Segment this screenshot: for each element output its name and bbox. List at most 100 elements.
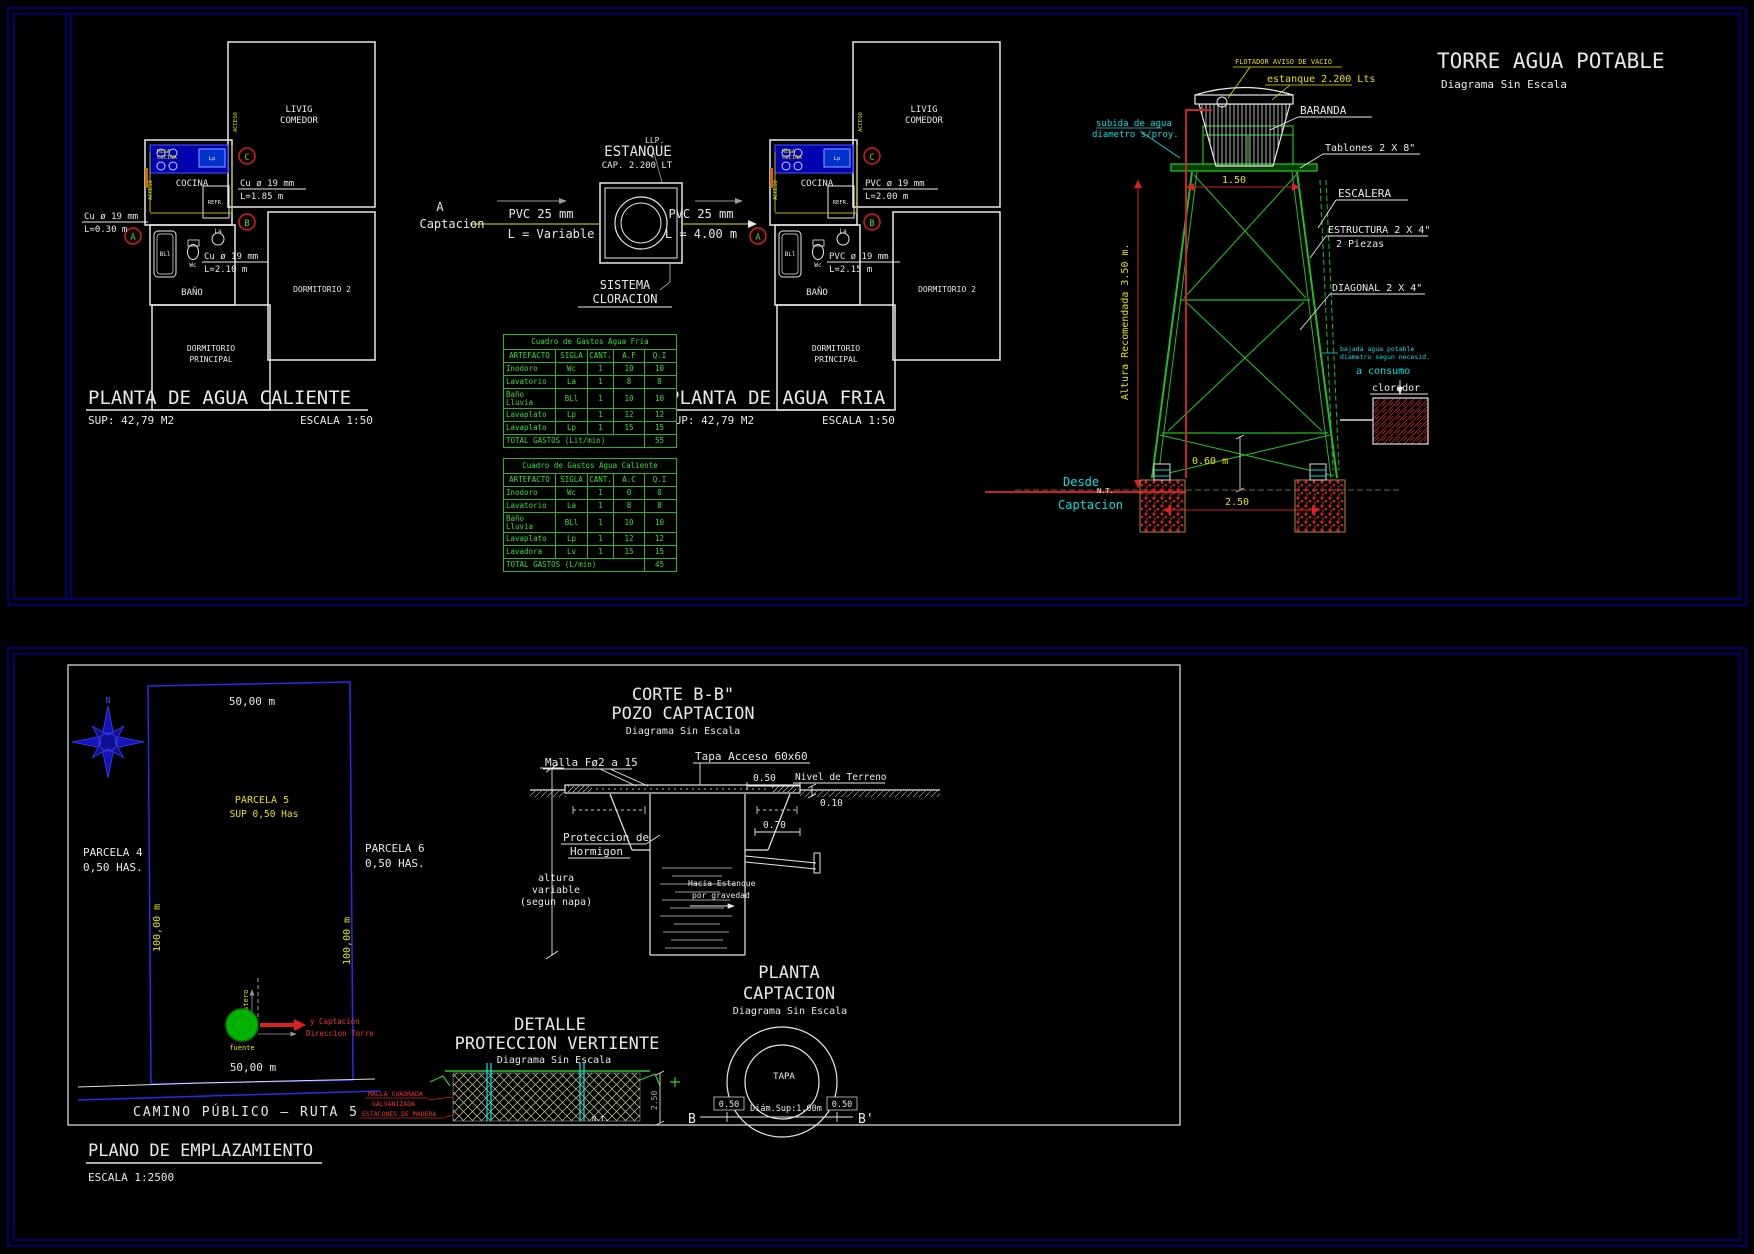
- dim-0-10: 0.10: [820, 798, 843, 809]
- pcap-050-left: 0.50: [719, 1100, 739, 1110]
- fixture-mesa: MESA: [157, 149, 171, 155]
- pozo-title-1: CORTE B-B": [632, 685, 734, 705]
- det-malla-2: GALVANIZADA: [372, 1100, 415, 1108]
- table-gastos-agua-fria: Cuadro de Gastos Agua Fria ARTEFACTO SIG…: [503, 334, 677, 448]
- plan-sup-fria: SUP: 42,79 M2: [668, 414, 754, 427]
- label-altura-1: altura: [538, 873, 574, 884]
- pcap-b-prime: B': [858, 1112, 874, 1127]
- label-proteccion-1: Proteccion de: [563, 831, 649, 844]
- room-bano: BAÑO: [806, 287, 828, 298]
- node-b: B: [869, 219, 874, 229]
- col-ac: A.C: [614, 474, 645, 486]
- fixture-wc: Wc: [189, 262, 197, 269]
- col-sigla: SIGLA: [556, 474, 588, 486]
- dim-right: 100,00 m: [342, 917, 353, 965]
- det-title-1: DETALLE: [514, 1015, 586, 1035]
- dim-left: 100,00 m: [152, 904, 163, 952]
- node-c: C: [869, 153, 874, 163]
- det-nt: N.T.: [592, 1115, 609, 1123]
- plano-title: PLANO DE EMPLAZAMIENTO: [88, 1141, 313, 1161]
- fixture-cocina: COCINA: [782, 155, 803, 161]
- room-living-1: LIVIG: [285, 105, 312, 115]
- node-a: A: [755, 233, 761, 243]
- float-valve: [1216, 96, 1228, 108]
- door-acceso-1: ACCESO: [773, 180, 779, 200]
- label-pvc-left-1: PVC 25 mm: [508, 207, 573, 221]
- bottom-panel-frame: [7, 647, 1747, 1247]
- label-clorador: clorador: [1372, 383, 1420, 394]
- estero-label: estero: [242, 990, 250, 1015]
- fixture-refr: REFR.: [833, 200, 850, 206]
- label-sistema-1: SISTEMA: [600, 278, 651, 292]
- dim-1-50: 1.50: [1222, 175, 1246, 186]
- label-baranda: BARANDA: [1300, 104, 1347, 117]
- dim-0-50-pozo: 0.50: [753, 773, 776, 784]
- label-captacion: Captacion: [1058, 498, 1123, 512]
- node-a: A: [130, 233, 136, 243]
- pipe-label-a2: L=0.30 m: [84, 225, 127, 235]
- det-dim: 2.50: [650, 1091, 659, 1110]
- table-title: Cuadro de Gastos Agua Caliente: [504, 459, 676, 474]
- fixture-refr: REFR.: [208, 200, 225, 206]
- node-c: C: [244, 153, 249, 163]
- table-header-row: ARTEFACTO SIGLA CANT. A.F Q.I: [504, 350, 676, 363]
- captacion-arrow-label-2: Direccion Torre: [306, 1029, 374, 1038]
- captacion-arrow-label-1: y Captación: [310, 1017, 360, 1026]
- parcela5-label: PARCELA 5: [235, 795, 289, 806]
- site-plan: N 50,00 m 50,00 m 100,00 m 100,00 m PARC…: [71, 681, 425, 1184]
- col-qi: Q.I: [652, 475, 667, 485]
- tower-title: TORRE AGUA POTABLE: [1437, 49, 1665, 73]
- door-acceso-1: ACCESO: [148, 180, 154, 200]
- label-subida-2: diametro s/proy.: [1092, 130, 1179, 140]
- pcap-tapa: TAPA: [773, 1072, 795, 1082]
- estanque-schematic: A Captacion PVC 25 mm L = Variable ESTAN…: [419, 136, 757, 308]
- room-living-2: COMEDOR: [905, 116, 944, 126]
- label-a-captacion-2: Captacion: [419, 217, 484, 231]
- parcela6-sup: 0,50 HAS.: [365, 857, 425, 870]
- plan-title-fria: PLANTA DE AGUA FRIA: [668, 387, 886, 409]
- parcela4-sup: 0,50 HAS.: [83, 861, 143, 874]
- pipe-label-c2: L=2.00 m: [865, 192, 908, 202]
- pipe-label-b2: L=2.10 m: [204, 265, 247, 275]
- label-estanque-lts: estanque 2.200 Lts: [1267, 74, 1375, 85]
- plan-escala-fria: ESCALA 1:50: [822, 414, 895, 427]
- fixture-la: La: [839, 228, 847, 235]
- pcap-title-2: CAPTACION: [743, 984, 835, 1004]
- pipe-label-c1: PVC ø 19 mm: [865, 179, 925, 189]
- tower-tank: [1198, 103, 1291, 167]
- room-dorm2: DORMITORIO 2: [918, 285, 976, 294]
- dim-top: 50,00 m: [229, 695, 276, 708]
- label-pvc-left-2: L = Variable: [508, 227, 595, 241]
- label-a-captacion-1: A: [436, 200, 444, 214]
- room-dormp-2: PRINCIPAL: [189, 355, 233, 364]
- label-estructura-1: ESTRUCTURA 2 X 4": [1328, 225, 1430, 236]
- label-a-consumo: a consumo: [1356, 366, 1410, 377]
- label-subida-1: subida de agua: [1096, 119, 1172, 129]
- plan-agua-fria: LIVIG COMEDOR COCINA BAÑO DORMITORIO PRI…: [666, 41, 1001, 427]
- col-cant: CANT.: [588, 350, 614, 362]
- parcela6-label: PARCELA 6: [365, 842, 425, 855]
- label-sistema-2: CLORACION: [592, 292, 657, 306]
- plano-escala: ESCALA 1:2500: [88, 1171, 174, 1184]
- room-living-1: LIVIG: [910, 105, 937, 115]
- col-artefacto: ARTEFACTO: [504, 474, 556, 486]
- col-sigla: SIGLA: [556, 350, 588, 362]
- col-af: A.F: [614, 350, 645, 362]
- det-malla-1: MALLA CUADRADA: [368, 1090, 423, 1098]
- node-b: B: [244, 219, 249, 229]
- label-estructura-2: 2 Piezas: [1336, 239, 1384, 250]
- room-dormp-1: DORMITORIO: [812, 344, 860, 353]
- fixture-la: La: [214, 228, 222, 235]
- label-diagonal: DIAGONAL 2 X 4": [1332, 283, 1422, 294]
- label-altura: Altura Recomendada 3.50 m.: [1120, 243, 1131, 400]
- pcap-b: B: [688, 1112, 696, 1127]
- fixture-wc: Wc: [814, 262, 822, 269]
- plan-escala-caliente: ESCALA 1:50: [300, 414, 373, 427]
- vertiente-marker: [225, 1008, 259, 1042]
- label-hacia-2: por gravedad: [692, 891, 750, 900]
